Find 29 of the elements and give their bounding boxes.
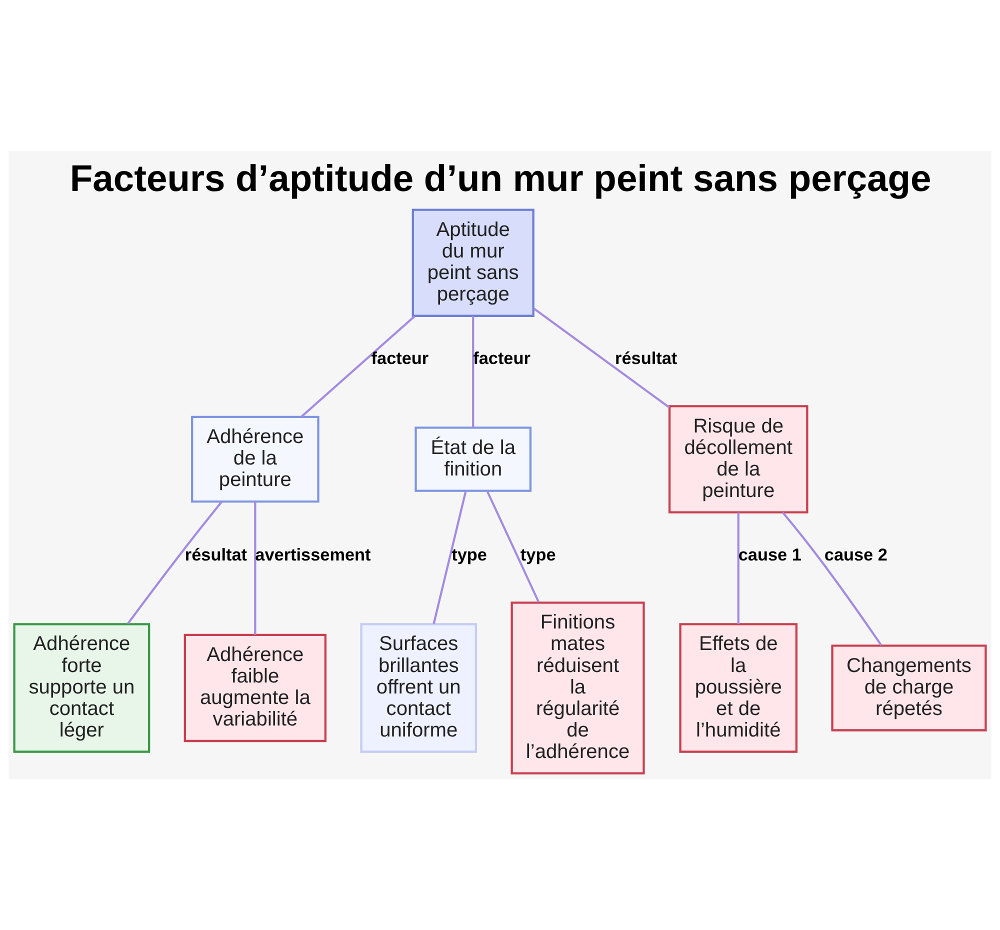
node-box: Adhérence faible augmente la variabilité bbox=[184, 634, 326, 742]
edge-label: facteur bbox=[371, 348, 429, 368]
connector bbox=[254, 502, 256, 635]
connector bbox=[432, 490, 467, 624]
edge-label: type bbox=[520, 544, 556, 564]
node-box: Aptitude du mur peint sans perçage bbox=[412, 208, 534, 317]
node-box: Effets de la poussière et de l’humidité bbox=[679, 623, 798, 753]
connector bbox=[533, 308, 670, 408]
node-box: Adhérence de la peinture bbox=[191, 416, 320, 503]
edge-label: résultat bbox=[184, 544, 248, 564]
node-box: État de la finition bbox=[414, 426, 532, 492]
node-box: Finitions mates réduisent la régularité de l’adhérence bbox=[510, 602, 645, 774]
connector bbox=[782, 512, 882, 646]
connector bbox=[486, 490, 540, 603]
connector bbox=[300, 315, 416, 418]
node-box: Changements de charge répetés bbox=[831, 644, 987, 732]
edge-label: facteur bbox=[473, 348, 530, 368]
edge-label: type bbox=[452, 544, 487, 564]
edge-label: résultat bbox=[615, 348, 678, 368]
connector bbox=[737, 512, 740, 624]
node-box: Surfaces brillantes offrent un contact uniforme bbox=[360, 623, 478, 753]
node-box: Risque de décollement de la peinture bbox=[668, 405, 808, 514]
connector bbox=[472, 316, 474, 428]
edge-label: avertissement bbox=[255, 544, 371, 564]
node-box: Adhérence forte supporte un contact léger bbox=[13, 623, 150, 753]
diagram-title: Facteurs d’aptitude d’un mur peint sans perçage bbox=[70, 156, 932, 199]
edge-label: cause 2 bbox=[824, 544, 888, 564]
connector bbox=[127, 501, 222, 624]
edge-label: cause 1 bbox=[738, 544, 802, 564]
